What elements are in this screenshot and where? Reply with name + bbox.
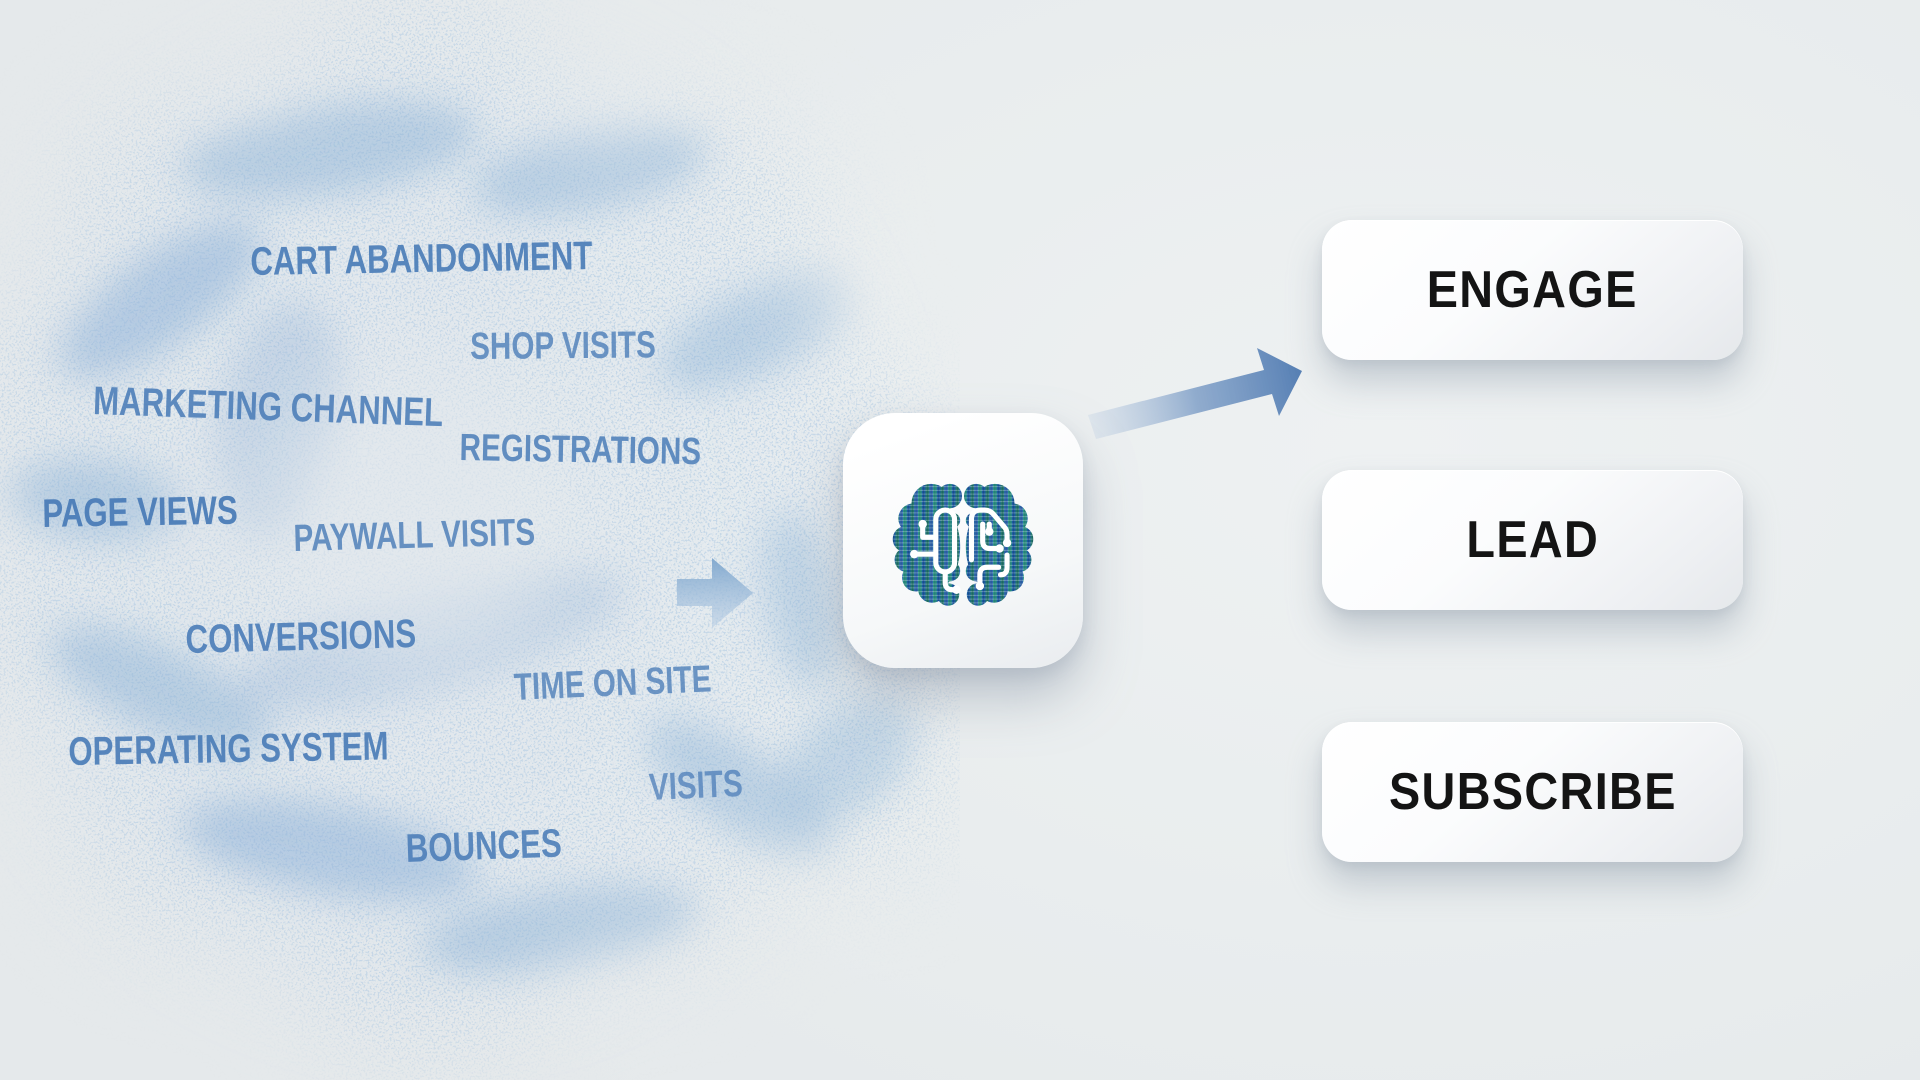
circuit-nodes (910, 519, 1012, 594)
ai-brain-card (843, 413, 1083, 668)
button-label: LEAD (1466, 511, 1599, 569)
lead-button[interactable]: LEAD (1322, 470, 1743, 610)
engage-button[interactable]: ENGAGE (1322, 220, 1743, 360)
output-arrow-icon (1088, 348, 1302, 439)
input-arrow-icon (677, 558, 753, 628)
button-label: SUBSCRIBE (1388, 763, 1677, 821)
circuit-brain-icon (892, 483, 1034, 606)
circuit-traces (915, 506, 1010, 592)
particle-cloud (0, 0, 960, 1080)
button-label: ENGAGE (1427, 261, 1638, 319)
subscribe-button[interactable]: SUBSCRIBE (1322, 722, 1743, 862)
